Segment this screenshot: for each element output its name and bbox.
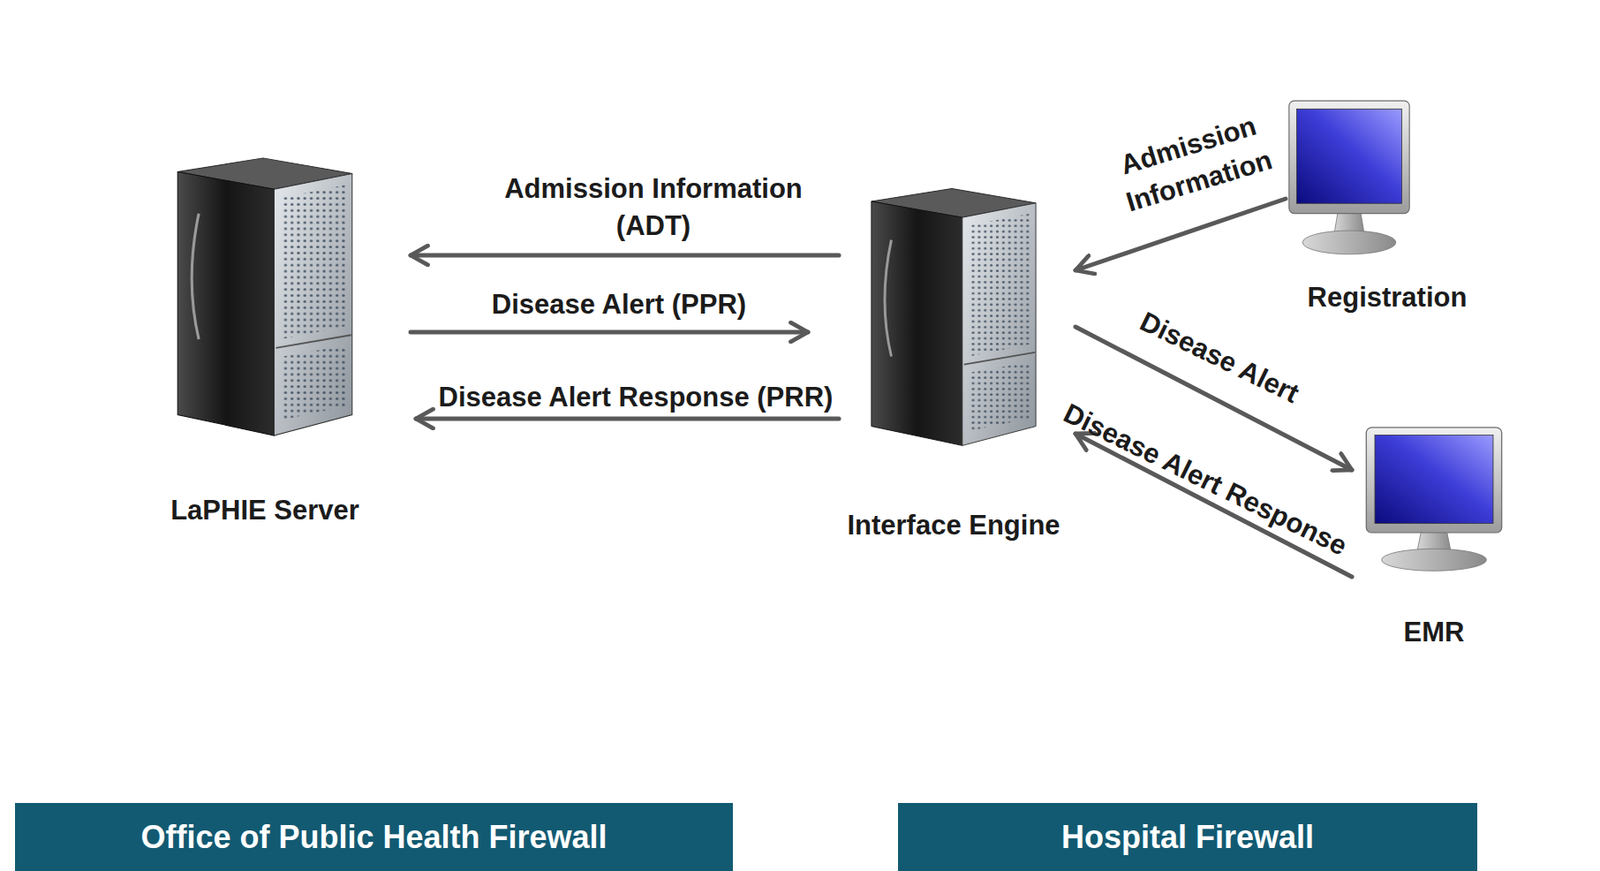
node-label: LaPHIE Server: [170, 494, 360, 527]
server-icon: [867, 183, 1041, 449]
message-label: Disease Alert Response: [1057, 394, 1354, 565]
firewall-band: Office of Public Health Firewall: [15, 802, 733, 871]
message-label: Disease Alert Response (PRR): [438, 378, 834, 416]
monitor-icon: [1285, 97, 1413, 261]
message-arrow: [410, 330, 808, 335]
server-node: LaPHIE Server: [165, 152, 365, 527]
workstation-node: Registration: [1285, 97, 1489, 314]
firewall-label: Hospital Firewall: [1061, 818, 1314, 856]
firewall-band: Hospital Firewall: [898, 802, 1478, 871]
message-label: Admission Information (ADT): [494, 170, 813, 245]
firewall-label: Office of Public Health Firewall: [140, 818, 607, 856]
server-node: Interface Engine: [838, 183, 1069, 542]
server-icon: [173, 152, 357, 439]
message-label: Disease Alert: [1133, 302, 1306, 412]
region-outline: [771, 0, 1600, 785]
node-label: Registration: [1285, 281, 1489, 314]
firewall-region: Office of Public Health Firewall LaPHIE S…: [0, 0, 733, 871]
message-arrow: [415, 416, 839, 422]
monitor-icon: [1362, 423, 1506, 577]
message-label: Disease Alert (PPR): [491, 286, 747, 324]
message-arrow: [410, 253, 839, 258]
node-label: Interface Engine: [846, 509, 1060, 542]
workstation-node: EMR: [1362, 423, 1506, 649]
node-label: EMR: [1403, 616, 1465, 649]
message-arrow: [1075, 198, 1286, 271]
